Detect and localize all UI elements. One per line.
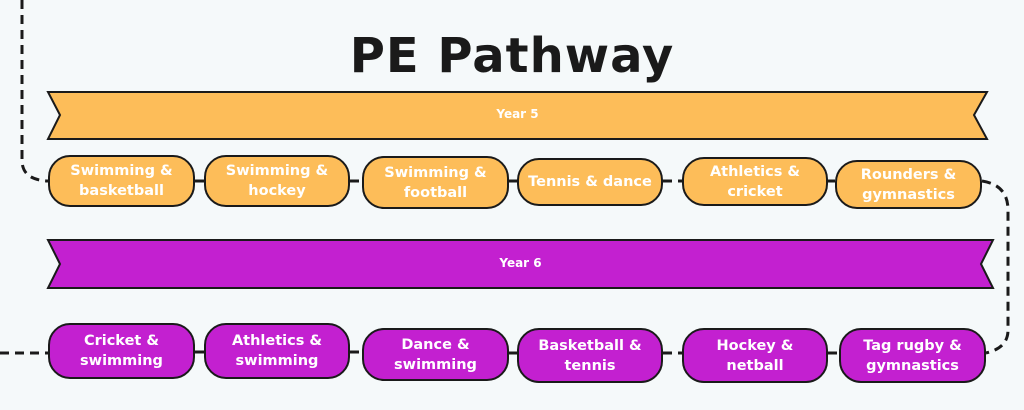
activity-pill: Swimming & football bbox=[362, 156, 509, 209]
activity-pill: Dance & swimming bbox=[362, 328, 509, 381]
year-6-banner bbox=[46, 239, 995, 289]
activity-pill: Athletics & cricket bbox=[682, 157, 828, 206]
connector-right bbox=[981, 179, 1010, 355]
activity-pill: Tennis & dance bbox=[517, 158, 663, 206]
activity-pill: Cricket & swimming bbox=[48, 323, 195, 379]
year-6-label: Year 6 bbox=[499, 256, 542, 270]
activity-pill: Swimming & basketball bbox=[48, 155, 195, 207]
activity-pill: Swimming & hockey bbox=[204, 155, 350, 207]
activity-pill: Basketball & tennis bbox=[517, 328, 663, 383]
connector-row-6 bbox=[195, 350, 839, 355]
activity-pill: Tag rugby & gymnastics bbox=[839, 328, 986, 383]
activity-pill: Hockey & netball bbox=[682, 328, 828, 383]
page-title: PE Pathway bbox=[349, 28, 675, 84]
activity-pill: Rounders & gymnastics bbox=[835, 160, 982, 209]
activity-pill: Athletics & swimming bbox=[204, 323, 350, 379]
year-5-label: Year 5 bbox=[496, 107, 539, 121]
year-5-banner bbox=[46, 91, 989, 140]
